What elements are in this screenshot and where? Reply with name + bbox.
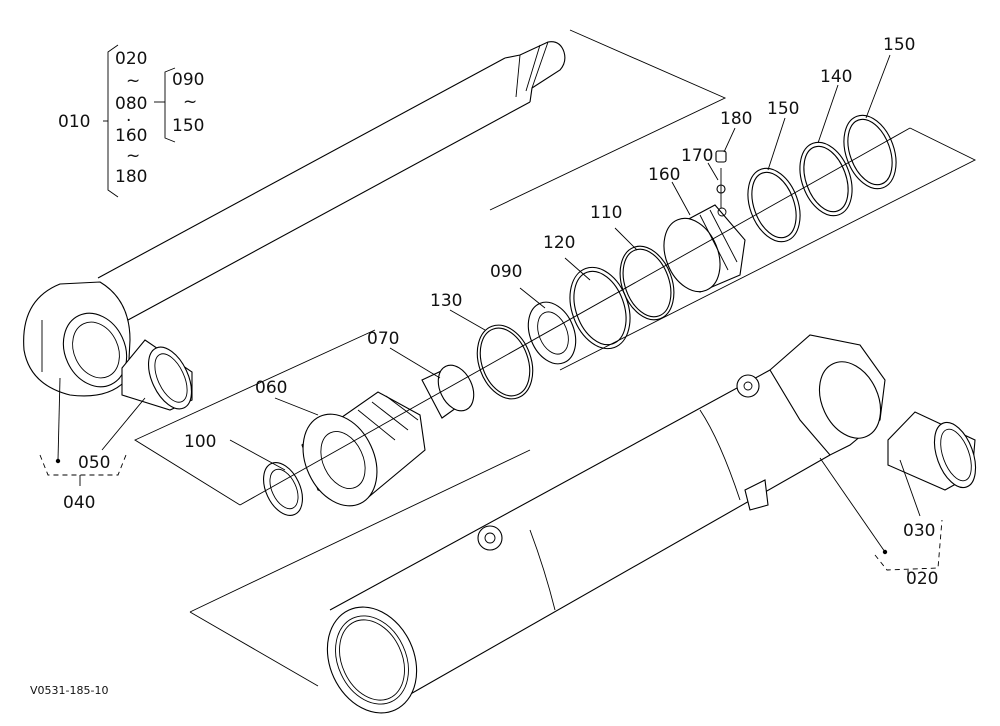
callout-090-range-start: 090 (172, 70, 204, 90)
callout-labels: 010 020 ~ 080 · 160 ~ 180 090 ~ 150 180 … (30, 35, 938, 697)
callout-060: 060 (255, 378, 287, 398)
seal-150-inner (747, 167, 801, 243)
panel-outlines (134, 29, 977, 687)
set-screw-180 (715, 150, 727, 163)
bushing-030 (887, 411, 977, 491)
tilde-3: ~ (183, 92, 197, 112)
callout-050: 050 (78, 453, 110, 473)
callout-180: 180 (720, 109, 752, 129)
dot-separator: · (126, 111, 131, 131)
centre-axis (239, 127, 911, 506)
callout-130: 130 (430, 291, 462, 311)
piston-160 (663, 204, 746, 293)
callout-010: 010 (58, 112, 90, 132)
callout-160: 160 (648, 165, 680, 185)
gland-100 (263, 462, 303, 516)
callout-080-range-end: 080 (115, 94, 147, 114)
callout-020: 020 (906, 569, 938, 589)
o-ring-130 (476, 324, 534, 400)
callout-160-range-start: 160 (115, 126, 147, 146)
leader-lines (39, 44, 943, 578)
callout-180-range-end: 180 (115, 167, 147, 187)
callout-110: 110 (590, 203, 622, 223)
ball-170 (716, 168, 726, 208)
callout-020-range-start: 020 (115, 49, 147, 69)
bushing-050 (121, 339, 193, 411)
callout-030: 030 (903, 521, 935, 541)
spacer-070 (421, 364, 475, 419)
cylinder-tube (326, 334, 886, 714)
reference-code: V0531-185-10 (30, 684, 108, 697)
callout-140: 140 (820, 67, 852, 87)
callout-090: 090 (490, 262, 522, 282)
callout-120: 120 (543, 233, 575, 253)
callout-170: 170 (681, 146, 713, 166)
piston-rod (23, 41, 566, 397)
seal-150-outer (843, 114, 897, 190)
callout-100: 100 (184, 432, 216, 452)
callout-040: 040 (63, 493, 95, 513)
wear-ring-140 (799, 141, 853, 217)
tilde-1: ~ (126, 71, 140, 91)
rod-guide-060 (301, 391, 426, 507)
callout-150-outer: 150 (883, 35, 915, 55)
tilde-2: ~ (126, 146, 140, 166)
callout-150-range-end: 150 (172, 116, 204, 136)
callout-150-inner: 150 (767, 99, 799, 119)
callout-070: 070 (367, 329, 399, 349)
